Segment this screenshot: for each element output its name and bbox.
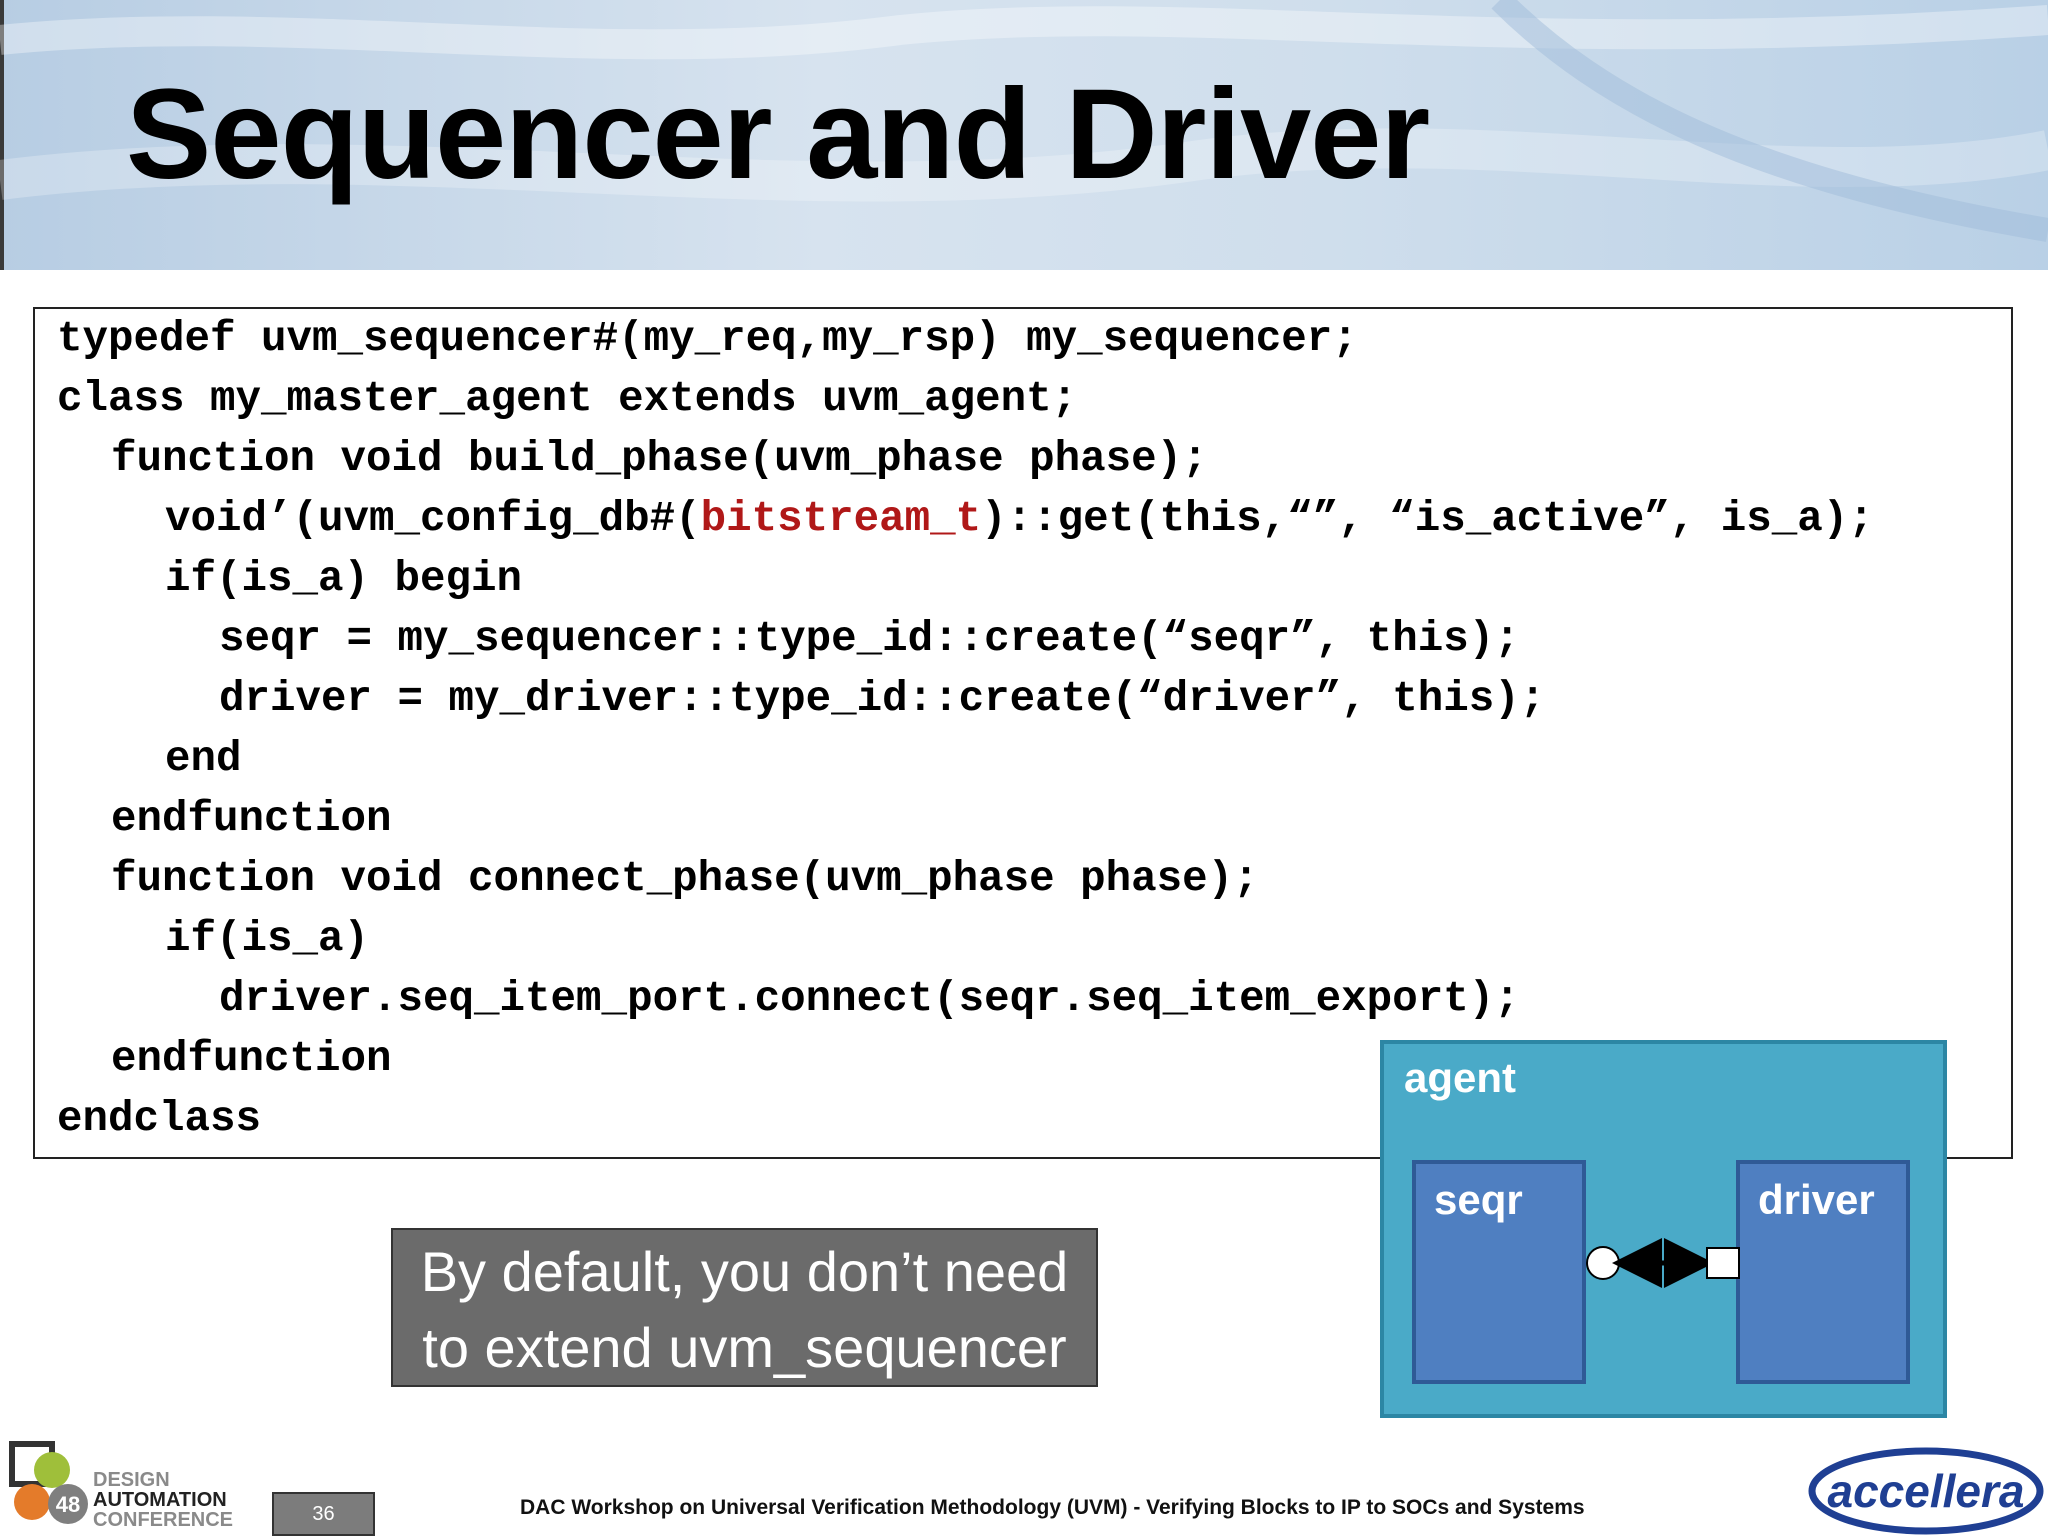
code-token: driver.seq_item_port.connect(seqr.seq_it… [219,975,1520,1023]
seqr-label: seqr [1434,1176,1523,1223]
code-line: end [165,729,242,789]
code-token: class my_master_agent extends uvm_agent; [57,375,1078,423]
code-line: class my_master_agent extends uvm_agent; [57,369,1077,429]
code-token: void’(uvm_config_db#( [165,495,701,543]
header-swirl-decoration [0,0,2048,242]
code-token: endfunction [111,1035,392,1083]
code-line: if(is_a) [165,909,369,969]
note-line-2: to extend uvm_sequencer [422,1316,1067,1379]
code-token: endfunction [111,795,392,843]
accellera-logo-text: accellera [1828,1465,2025,1517]
code-token: )::get(this,“”, “is_active”, is_a); [981,495,1874,543]
agent-diagram: agent seqr driver [1380,1040,1947,1418]
seq-item-port-square [1706,1247,1740,1279]
default-note-callout: By default, you don’t need to extend uvm… [391,1228,1098,1387]
dac-logo-line-1: DESIGN [93,1469,170,1491]
code-token: function void build_phase(uvm_phase phas… [111,435,1208,483]
code-token: seqr = my_sequencer::type_id::create(“se… [219,615,1520,663]
code-token: endclass [57,1095,262,1143]
code-line: driver.seq_item_port.connect(seqr.seq_it… [219,969,1520,1029]
seq-item-export-circle [1586,1246,1620,1280]
logo-number: 48 [56,1492,80,1517]
page-number: 36 [272,1492,375,1536]
dac-logo-line-3: CONFERENCE [93,1509,234,1531]
driver-component: driver [1736,1160,1910,1384]
seqr-component: seqr [1412,1160,1586,1384]
code-line: typedef uvm_sequencer#(my_req,my_rsp) my… [57,309,1358,369]
code-block: typedef uvm_sequencer#(my_req,my_rsp) my… [33,307,2013,1159]
code-token: if(is_a) [165,915,370,963]
note-line-1: By default, you don’t need [420,1240,1069,1303]
code-token: typedef uvm_sequencer#(my_req,my_rsp) my… [57,315,1358,363]
dac-logo-icon: 48 [9,1441,88,1524]
code-line: endfunction [111,1029,392,1089]
code-line: function void build_phase(uvm_phase phas… [111,429,1208,489]
slide-header: Sequencer and Driver [0,0,2048,270]
code-line: function void connect_phase(uvm_phase ph… [111,849,1259,909]
code-token: end [165,735,242,783]
code-token: driver = my_driver::type_id::create(“dri… [219,675,1546,723]
agent-label: agent [1404,1054,1517,1101]
footer-workshop-text: DAC Workshop on Universal Verification M… [520,1496,1585,1519]
code-line: void’(uvm_config_db#(bitstream_t)::get(t… [165,489,1874,549]
code-line: seqr = my_sequencer::type_id::create(“se… [219,609,1520,669]
code-line: endclass [57,1089,261,1149]
slide-title: Sequencer and Driver [126,63,1430,206]
code-token: if(is_a) begin [165,555,523,603]
code-highlight-token: bitstream_t [700,495,982,543]
port-export-connection [1586,1238,1740,1288]
accellera-logo-icon: accellera [1808,1447,2044,1535]
code-token: function void connect_phase(uvm_phase ph… [111,855,1259,903]
code-line: driver = my_driver::type_id::create(“dri… [219,669,1545,729]
dac-logo-line-2: AUTOMATION [93,1489,227,1511]
code-line: if(is_a) begin [165,549,522,609]
driver-label: driver [1758,1176,1875,1223]
code-line: endfunction [111,789,392,849]
